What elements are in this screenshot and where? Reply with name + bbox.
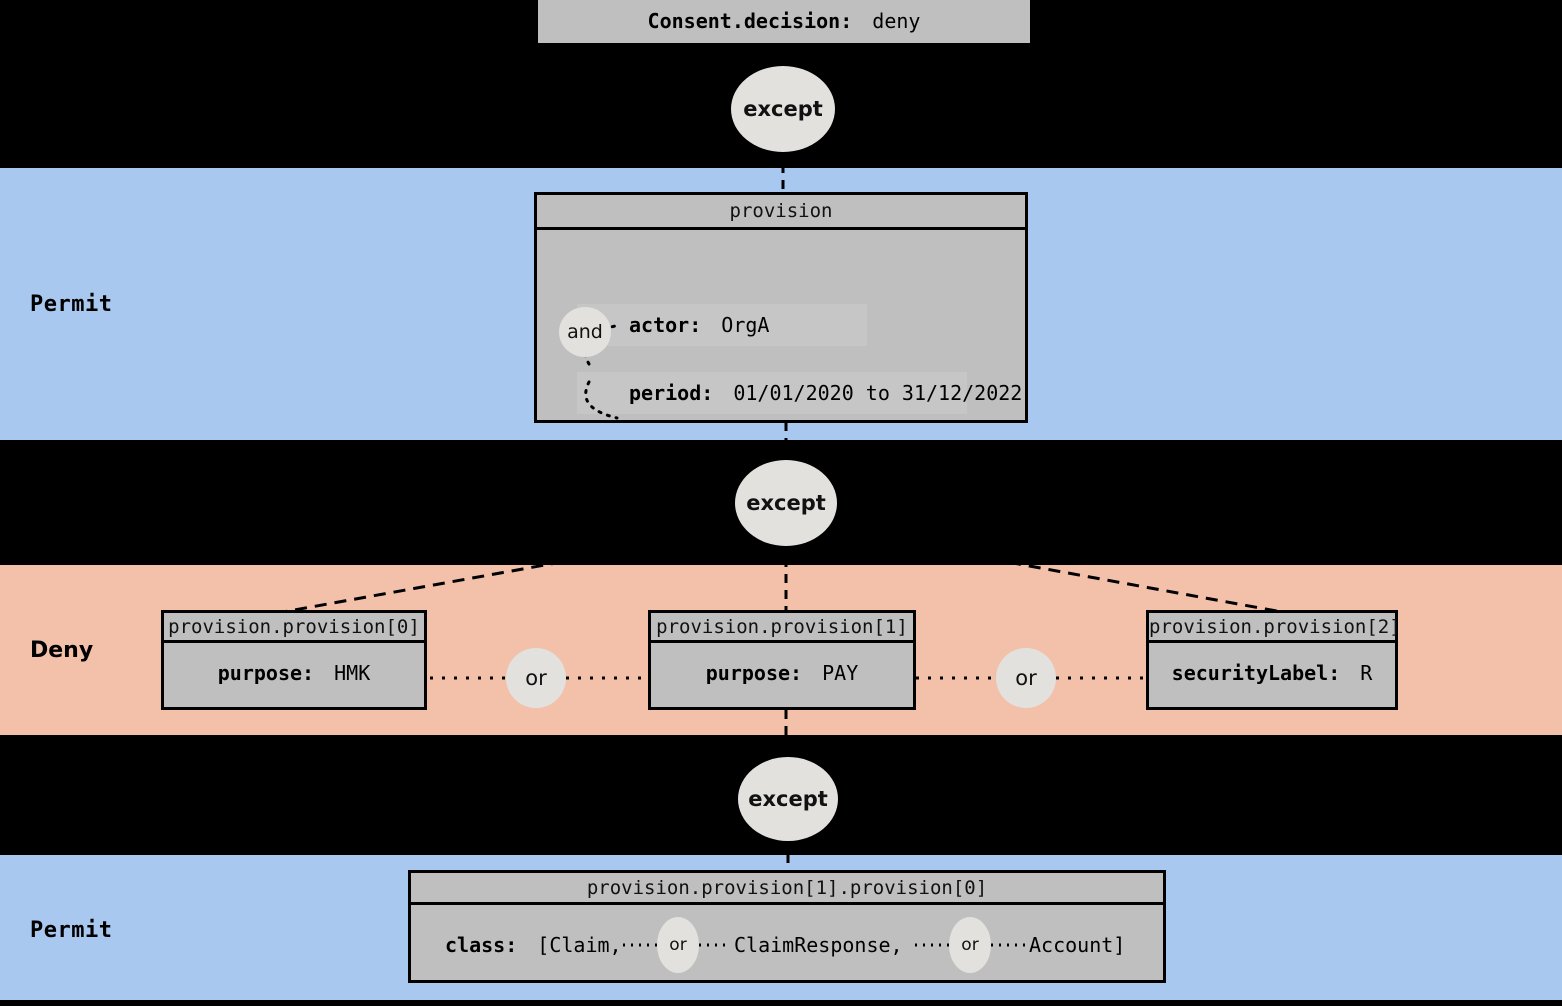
or-operator-2[interactable]: or bbox=[996, 648, 1056, 708]
deny-node-2-row: securityLabel: R bbox=[1149, 661, 1395, 685]
deny-node-2-row-value: R bbox=[1360, 661, 1373, 685]
provision-row-actor-key: actor: bbox=[629, 313, 702, 337]
except-node-3[interactable]: except bbox=[738, 757, 838, 841]
inline-or-operator-2[interactable]: or bbox=[949, 917, 991, 973]
deny-node-1-row-value: PAY bbox=[822, 661, 859, 685]
provision-row-band-period bbox=[577, 372, 967, 414]
or-operator-1[interactable]: or bbox=[506, 648, 566, 708]
provision-row-period: period: 01/01/2020 to 31/12/2022 bbox=[629, 381, 1022, 405]
band-label-permit-lower: Permit bbox=[30, 918, 113, 943]
bottom-provision-node-body: class: [Claim, or ClaimResponse, or Acco… bbox=[411, 905, 1163, 980]
deny-node-0-header: provision.provision[0] bbox=[164, 613, 424, 643]
or-label: or bbox=[525, 666, 547, 690]
inline-or-operator-1[interactable]: or bbox=[657, 917, 699, 973]
consent-decision-key: Consent.decision: bbox=[647, 9, 853, 33]
bottom-node-class-key: class: bbox=[445, 933, 518, 957]
provision-row-period-value: 01/01/2020 to 31/12/2022 bbox=[733, 381, 1023, 405]
deny-node-0-row-value: HMK bbox=[334, 661, 371, 685]
band-label-deny: Deny bbox=[30, 638, 94, 663]
bottom-node-class-close-text: Account] bbox=[1029, 933, 1126, 957]
provision-row-actor: actor: OrgA bbox=[629, 313, 769, 337]
bottom-node-class-mid-text: ClaimResponse, bbox=[734, 933, 903, 957]
band-label-permit-upper: Permit bbox=[30, 292, 113, 317]
deny-node-2-header: provision.provision[2] bbox=[1149, 613, 1401, 643]
deny-node-1-row: purpose: PAY bbox=[651, 661, 913, 685]
band-black-bottom bbox=[0, 1000, 1562, 1006]
except-node-1[interactable]: except bbox=[731, 66, 835, 152]
and-label: and bbox=[567, 321, 603, 343]
provision-node[interactable]: provision actor: OrgA period: 01/01/2020… bbox=[534, 192, 1028, 423]
deny-node-2[interactable]: provision.provision[2] securityLabel: R bbox=[1146, 610, 1401, 710]
provision-row-band-actor bbox=[577, 304, 867, 346]
deny-node-1-header: provision.provision[1] bbox=[651, 613, 913, 643]
deny-node-2-row-key: securityLabel: bbox=[1171, 661, 1341, 685]
except-label: except bbox=[748, 787, 828, 811]
provision-node-header: provision bbox=[537, 195, 1025, 230]
and-operator-node[interactable]: and bbox=[559, 307, 611, 357]
bottom-node-or-links bbox=[623, 943, 1025, 947]
except-label: except bbox=[746, 491, 826, 515]
bottom-node-class-mid: ClaimResponse, bbox=[734, 933, 903, 957]
deny-node-0-body: purpose: HMK bbox=[164, 643, 424, 707]
except-node-2[interactable]: except bbox=[735, 460, 837, 546]
deny-node-2-body: securityLabel: R bbox=[1149, 643, 1395, 707]
bottom-provision-node[interactable]: provision.provision[1].provision[0] clas… bbox=[408, 870, 1166, 983]
and-operator-curves bbox=[583, 324, 619, 420]
bottom-node-class-row: class: [Claim, bbox=[445, 933, 622, 957]
deny-node-1-body: purpose: PAY bbox=[651, 643, 913, 707]
provision-row-period-key: period: bbox=[629, 381, 714, 405]
bottom-node-class-open: [Claim, bbox=[537, 933, 622, 957]
provision-node-body: actor: OrgA period: 01/01/2020 to 31/12/… bbox=[537, 230, 1025, 420]
except-label: except bbox=[743, 97, 823, 121]
consent-decision-box: Consent.decision: deny bbox=[538, 0, 1030, 43]
deny-node-1-row-key: purpose: bbox=[705, 661, 803, 685]
or-label: or bbox=[1015, 666, 1037, 690]
or-label: or bbox=[669, 935, 687, 955]
or-label: or bbox=[961, 935, 979, 955]
bottom-node-class-close: Account] bbox=[1029, 933, 1125, 957]
deny-node-0-row: purpose: HMK bbox=[164, 661, 424, 685]
consent-decision-value: deny bbox=[872, 9, 921, 33]
bottom-provision-node-header: provision.provision[1].provision[0] bbox=[411, 873, 1163, 905]
provision-row-actor-value: OrgA bbox=[721, 313, 770, 337]
deny-node-0[interactable]: provision.provision[0] purpose: HMK bbox=[161, 610, 427, 710]
deny-node-0-row-key: purpose: bbox=[217, 661, 315, 685]
deny-node-1[interactable]: provision.provision[1] purpose: PAY bbox=[648, 610, 916, 710]
